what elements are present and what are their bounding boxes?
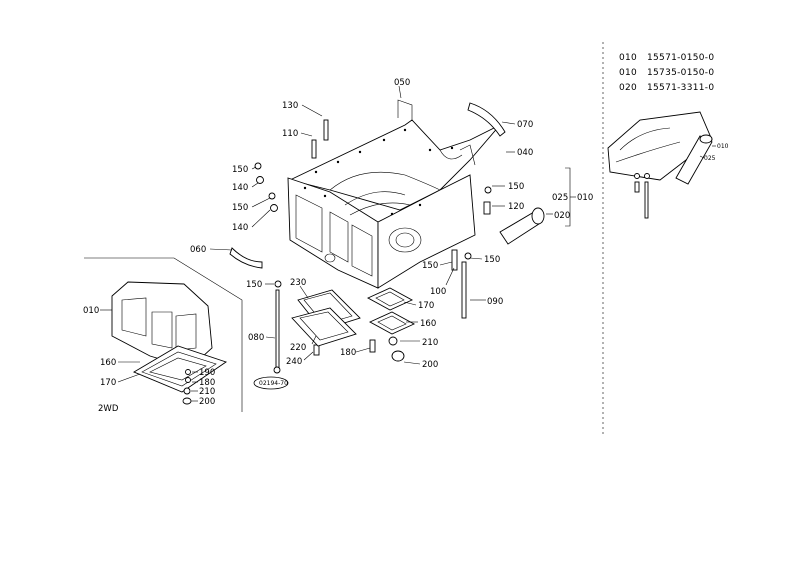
callout-010: 010 [577, 193, 593, 203]
callout-020: 020 [554, 211, 570, 221]
ref-row-1-ref: 010 [619, 53, 637, 63]
bearing-half-060 [229, 247, 263, 269]
callout-080: 080 [248, 333, 264, 343]
callout-150-c: 150 [508, 182, 524, 192]
leader-lines [209, 85, 576, 365]
callout-090: 090 [487, 297, 503, 307]
callout-200: 200 [422, 360, 438, 370]
callout-140-a: 140 [232, 183, 248, 193]
inset-callout-010: 010 [717, 143, 729, 150]
right-detail-inset [602, 42, 716, 436]
callout-160-2wd: 160 [100, 358, 116, 368]
callout-200-2wd: 200 [199, 397, 215, 407]
callout-210: 210 [422, 338, 438, 348]
callout-170: 170 [418, 301, 434, 311]
callout-040: 040 [517, 148, 533, 158]
callout-labels: 050 070 130 110 040 150 140 150 140 150 … [83, 78, 729, 414]
callout-140-b: 140 [232, 223, 248, 233]
callout-230: 230 [290, 278, 306, 288]
stud-bolts [254, 119, 492, 374]
callout-150-f: 150 [246, 280, 262, 290]
callout-210-2wd: 210 [199, 387, 215, 397]
stamp-oval [253, 376, 289, 390]
callout-130: 130 [282, 101, 298, 111]
callout-180: 180 [340, 348, 356, 358]
callout-150-e: 150 [484, 255, 500, 265]
gaskets-170-160 [366, 287, 416, 335]
callout-160: 160 [420, 319, 436, 329]
two-wheel-drive-inset [84, 257, 243, 412]
callout-180-2wd: 180 [199, 378, 215, 388]
callout-220: 220 [290, 343, 306, 353]
ref-row-3-part-number: 15571-3311-0 [647, 83, 714, 93]
callout-110: 110 [282, 129, 298, 139]
ref-row-2-ref: 010 [619, 68, 637, 78]
cover-plate-230 [291, 289, 361, 347]
callout-060: 060 [190, 245, 206, 255]
reference-part-list: 010 15571-0150-0 010 15735-0150-0 020 15… [619, 53, 714, 93]
callout-100: 100 [430, 287, 446, 297]
transmission-case-housing [287, 99, 501, 289]
ref-row-1-part-number: 15571-0150-0 [647, 53, 714, 63]
callout-170-2wd: 170 [100, 378, 116, 388]
callout-050: 050 [394, 78, 410, 88]
variant-label-2wd: 2WD [98, 404, 119, 414]
callout-010-2wd: 010 [83, 306, 99, 316]
bearing-half-070 [467, 102, 506, 137]
callout-025: 025 [552, 193, 568, 203]
sleeve-020 [499, 207, 545, 245]
callout-120: 120 [508, 202, 524, 212]
stamp-number: 02194-70 [259, 380, 288, 387]
callout-150-b: 150 [232, 203, 248, 213]
ref-row-3-ref: 020 [619, 83, 637, 93]
callout-150-a: 150 [232, 165, 248, 175]
callout-190: 190 [199, 368, 215, 378]
callout-070: 070 [517, 120, 533, 130]
ref-row-2-part-number: 15735-0150-0 [647, 68, 714, 78]
inset-callout-025: 025 [704, 155, 716, 162]
callout-240: 240 [286, 357, 302, 367]
callout-150-d: 150 [422, 261, 438, 271]
